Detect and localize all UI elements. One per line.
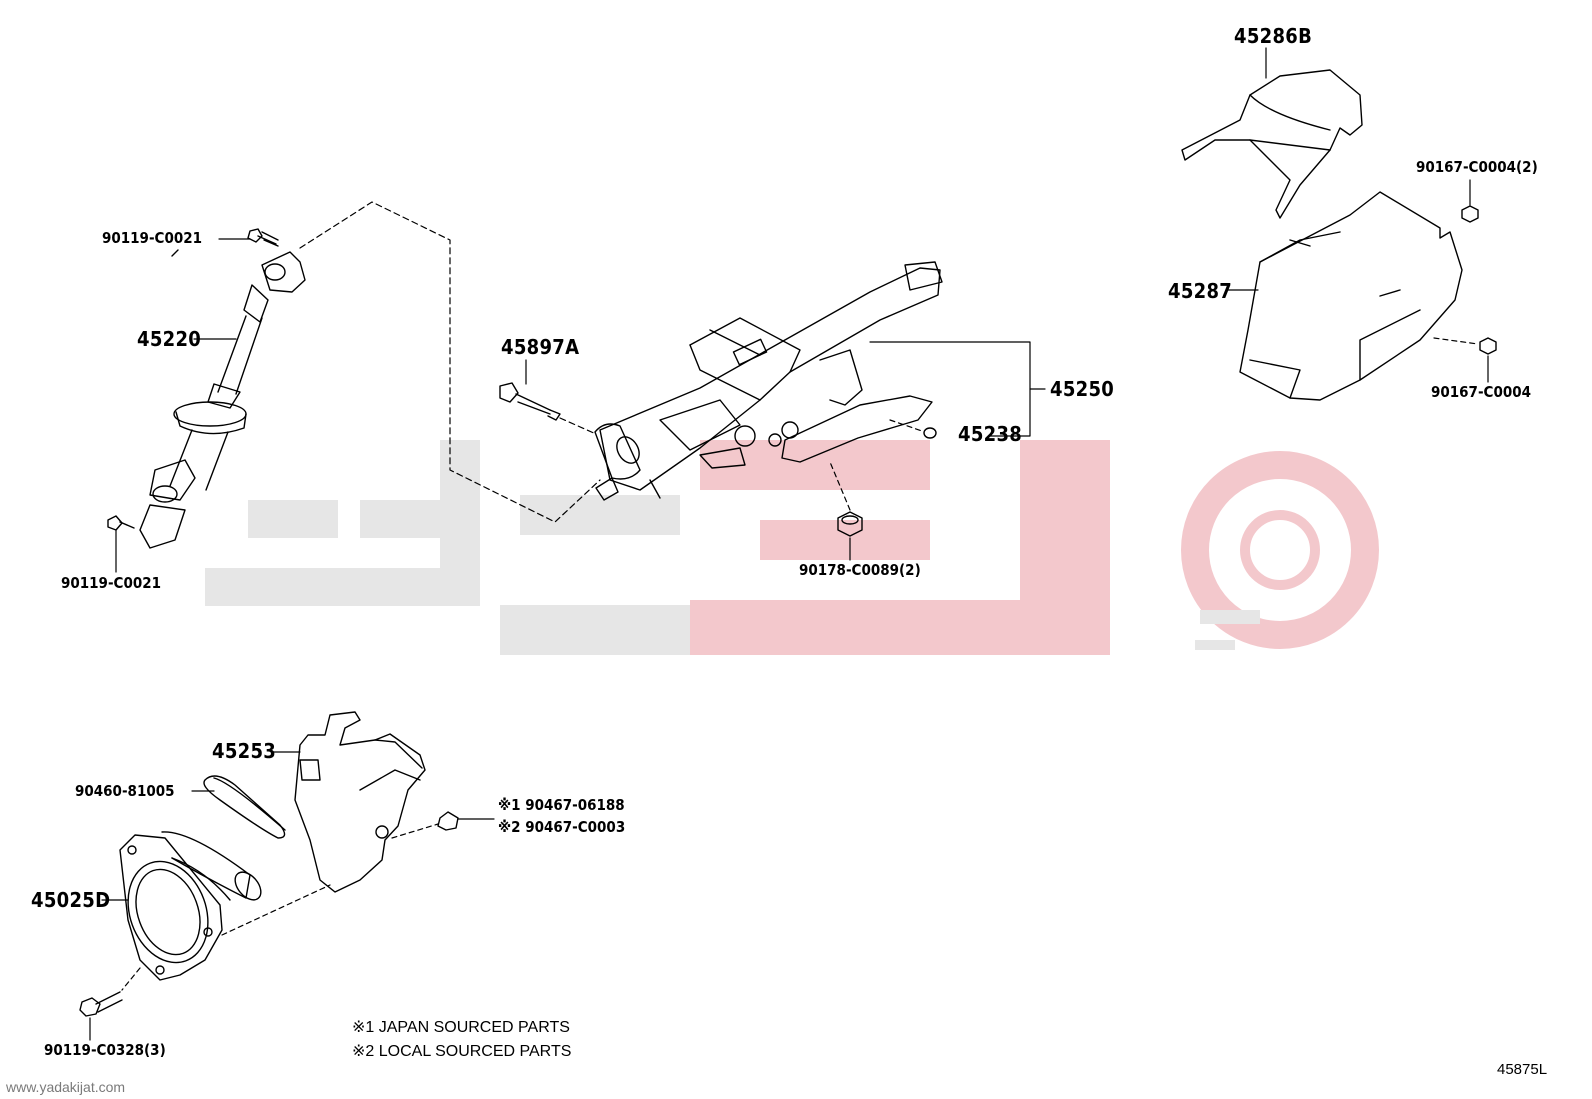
label-45897A[interactable]: 45897A — [501, 335, 580, 359]
watermark-url: www.yadakijat.com — [6, 1079, 126, 1095]
bolt-90119-C0328 — [79, 991, 123, 1041]
label-90119-C0328-3[interactable]: 90119-C0328(3) — [44, 1041, 166, 1059]
label-45220[interactable]: 45220 — [137, 327, 202, 351]
bolt-45897A — [499, 382, 597, 435]
lower-column-cover — [1239, 191, 1463, 401]
label-45025D[interactable]: 45025D — [31, 888, 111, 912]
label-90467-C0003[interactable]: ※2 90467-C0003 — [498, 818, 626, 836]
label-45238[interactable]: 45238 — [958, 422, 1023, 446]
note-japan-sourced: ※1 JAPAN SOURCED PARTS — [352, 1019, 570, 1036]
label-90167-C0004[interactable]: 90167-C0004 — [1431, 383, 1532, 401]
label-90460-81005[interactable]: 90460-81005 — [75, 782, 175, 800]
nut-45238 — [889, 419, 937, 439]
label-90167-C0004-2[interactable]: 90167-C0004(2) — [1416, 158, 1538, 176]
label-90119-C0021-top[interactable]: 90119-C0021 — [102, 229, 203, 247]
steering-column — [594, 261, 943, 501]
upper-column-cover — [1181, 69, 1363, 219]
note-local-sourced: ※2 LOCAL SOURCED PARTS — [352, 1043, 572, 1060]
connection-dash-shaft — [299, 201, 601, 523]
label-45250[interactable]: 45250 — [1050, 377, 1115, 401]
label-45287[interactable]: 45287 — [1168, 279, 1233, 303]
label-90467-06188[interactable]: ※1 90467-06188 — [498, 796, 625, 814]
label-90178-C0089-2[interactable]: 90178-C0089(2) — [799, 561, 921, 579]
column-hole-cover — [271, 711, 426, 893]
screw-90167-C0004-2 — [1461, 179, 1479, 223]
clip-90467 — [391, 811, 495, 839]
ring-90460-81005 — [191, 775, 286, 839]
screw-90167-C0004 — [1433, 337, 1497, 383]
nut-90178-C0089 — [829, 461, 863, 561]
label-45253[interactable]: 45253 — [212, 739, 277, 763]
steering-boot — [101, 831, 262, 981]
bolt-90119-C0021-bottom — [107, 515, 135, 531]
bolt-90119-C0021-top — [247, 228, 279, 247]
label-45286B[interactable]: 45286B — [1234, 24, 1313, 48]
diagram-code: 45875L — [1497, 1061, 1548, 1078]
intermediate-shaft — [139, 249, 306, 549]
label-90119-C0021-bottom[interactable]: 90119-C0021 — [61, 574, 162, 592]
